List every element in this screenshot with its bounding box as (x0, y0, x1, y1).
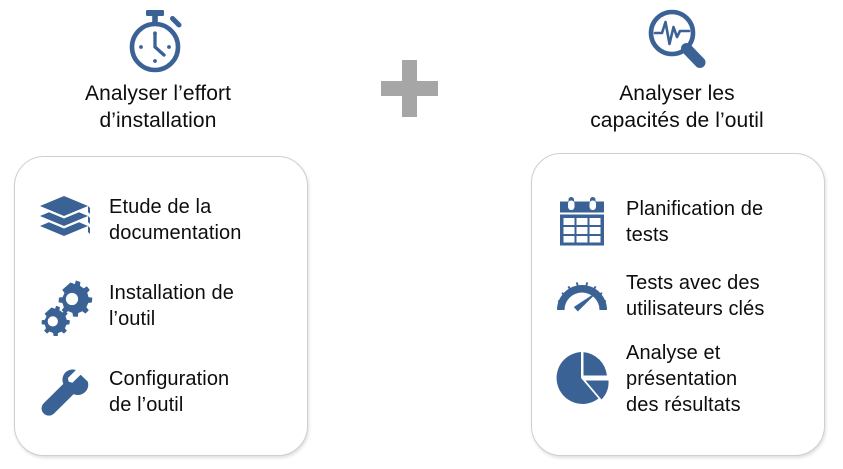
gears-icon (41, 280, 93, 336)
list-item-label: Configuration de l’outil (109, 368, 230, 416)
list-item: Etude de la documentation (35, 190, 307, 250)
pie-chart-icon (556, 351, 609, 404)
card-tool-capabilities: Planification de tests (531, 153, 825, 456)
list-item-label: Etude de la documentation (109, 196, 242, 244)
column-title: Analyser l’effort d’installation (84, 82, 232, 132)
column-header-left: Analyser l’effort d’installation (8, 4, 308, 134)
list-item: Analyse et présentation des résultats (552, 340, 824, 418)
list-item: Planification de tests (552, 192, 824, 252)
calendar-icon (560, 196, 604, 245)
gauge-icon (557, 281, 607, 311)
list-item: Configuration de l’outil (35, 362, 307, 422)
wrench-icon (41, 369, 89, 416)
plus-vertical-bar (402, 60, 417, 117)
books-stack-icon (40, 196, 90, 236)
magnifier-pulse-icon (648, 9, 706, 68)
column-title: Analyser les capacités de l’outil (590, 82, 764, 132)
card-install-effort: Etude de la documentation Installation d… (14, 156, 308, 456)
list-item: Installation de l’outil (35, 276, 307, 336)
list-item-label: Installation de l’outil (109, 282, 234, 330)
list-item-label: Planification de tests (626, 197, 764, 246)
list-item-label: Analyse et présentation des résultats (626, 341, 741, 416)
list-item-label: Tests avec des utilisateurs clés (626, 271, 765, 320)
stopwatch-icon (129, 10, 182, 73)
column-header-right: Analyser les capacités de l’outil (527, 4, 827, 134)
plus-operator (381, 60, 438, 117)
list-item: Tests avec des utilisateurs clés (552, 266, 824, 326)
